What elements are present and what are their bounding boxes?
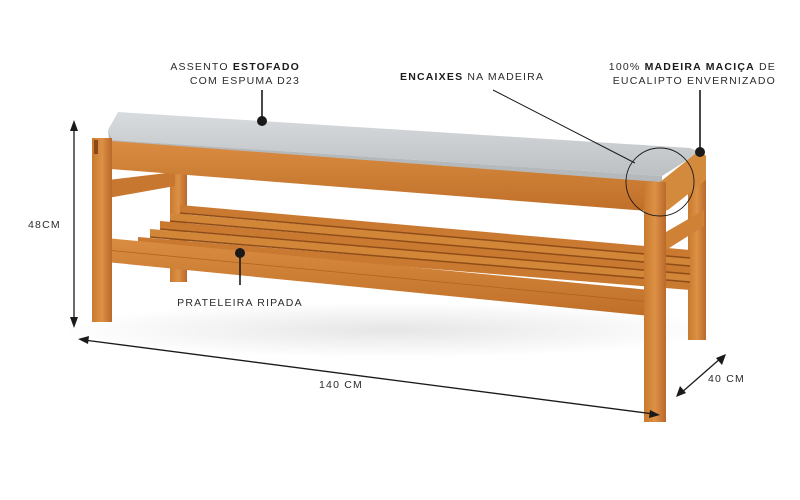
depth-dimension-label: 40 CM (708, 373, 745, 385)
seat-annotation-bold: ESTOFADO (232, 61, 300, 73)
shelf-leader-dot (235, 248, 245, 258)
left-side-rail (108, 172, 175, 198)
wood-annotation-prefix: 100% (608, 61, 645, 73)
front-right-leg (644, 182, 666, 422)
wood-annotation-bold: MADEIRA MACIÇA (644, 61, 755, 73)
seat-annotation: ASSENTO ESTOFADO COM ESPUMA D23 (140, 60, 300, 88)
seat-annotation-line2: COM ESPUMA D23 (189, 75, 300, 87)
joints-leader-line (492, 89, 636, 164)
joints-annotation: ENCAIXES NA MADEIRA (400, 70, 544, 84)
seat-leader-dot (257, 116, 267, 126)
slatted-shelf (105, 205, 691, 316)
joints-annotation-bold: ENCAIXES (400, 71, 464, 83)
right-top-rail (660, 150, 706, 212)
depth-dimension-arrow (676, 354, 726, 397)
length-dimension-label: 140 CM (319, 379, 363, 391)
height-dimension-arrow (70, 120, 78, 328)
front-apron (98, 140, 660, 212)
shelf-annotation: PRATELEIRA RIPADA (177, 297, 303, 309)
wood-annotation-suffix: DE (754, 61, 776, 73)
floor-shadow (60, 302, 720, 358)
height-dimension-label: 48CM (28, 219, 61, 231)
seat-annotation-prefix: ASSENTO (170, 61, 233, 73)
wood-annotation: 100% MADEIRA MACIÇA DE EUCALIPTO ENVERNI… (590, 60, 776, 88)
joint-callout-circle (625, 147, 695, 217)
front-left-leg (92, 138, 112, 322)
wood-leader-dot (695, 147, 705, 157)
wood-annotation-line2: EUCALIPTO ENVERNIZADO (612, 75, 776, 87)
joints-annotation-suffix: NA MADEIRA (463, 71, 545, 83)
back-right-leg (688, 160, 706, 340)
length-dimension-arrow (78, 336, 660, 418)
right-side-rail (666, 210, 704, 250)
